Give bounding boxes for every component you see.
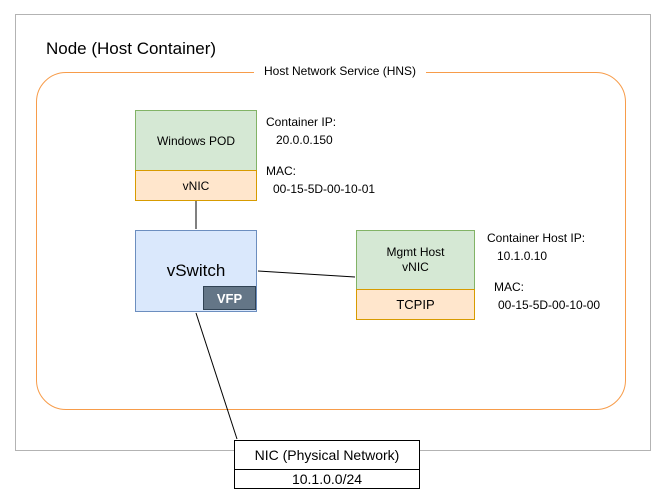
tcpip-label: TCPIP <box>396 297 435 312</box>
windows-pod-label: Windows POD <box>156 133 236 148</box>
windows-pod-box: Windows POD <box>135 110 257 171</box>
hns-label: Host Network Service (HNS) <box>254 64 427 78</box>
nic-subnet: 10.1.0.0/24 <box>235 469 419 488</box>
mgmt-host-vnic-label: Mgmt Host vNIC <box>386 245 445 274</box>
tcpip-box: TCPIP <box>356 289 475 320</box>
vnic-box: vNIC <box>135 170 257 201</box>
host-mac-label: MAC: <box>494 280 524 294</box>
nic-box: NIC (Physical Network) 10.1.0.0/24 <box>234 440 420 489</box>
vfp-badge: VFP <box>203 286 256 310</box>
vfp-label: VFP <box>216 290 243 306</box>
hns-boundary-box: Host Network Service (HNS) <box>36 64 626 410</box>
pod-ip-label: Container IP: <box>266 115 337 129</box>
node-title: Node (Host Container) <box>46 39 217 58</box>
host-ip-value: 10.1.0.10 <box>497 249 548 263</box>
host-mac-value: 00-15-5D-00-10-00 <box>498 298 601 312</box>
pod-mac-label: MAC: <box>266 164 296 178</box>
host-ip-label: Container Host IP: <box>487 231 586 245</box>
vnic-label: vNIC <box>182 178 210 193</box>
vswitch-box: vSwitch VFP <box>135 230 257 312</box>
nic-label: NIC (Physical Network) <box>254 447 400 463</box>
vswitch-label: vSwitch <box>166 261 226 280</box>
node-host-container-box: Node (Host Container) <box>15 14 651 451</box>
host-info-block: Container Host IP: 10.1.0.10 MAC: 00-15-… <box>487 229 600 314</box>
pod-info-block: Container IP: 20.0.0.150 MAC: 00-15-5D-0… <box>266 113 375 198</box>
pod-mac-value: 00-15-5D-00-10-01 <box>273 182 376 196</box>
mgmt-host-vnic-box: Mgmt Host vNIC <box>356 230 475 290</box>
pod-ip-value: 20.0.0.150 <box>276 133 333 147</box>
